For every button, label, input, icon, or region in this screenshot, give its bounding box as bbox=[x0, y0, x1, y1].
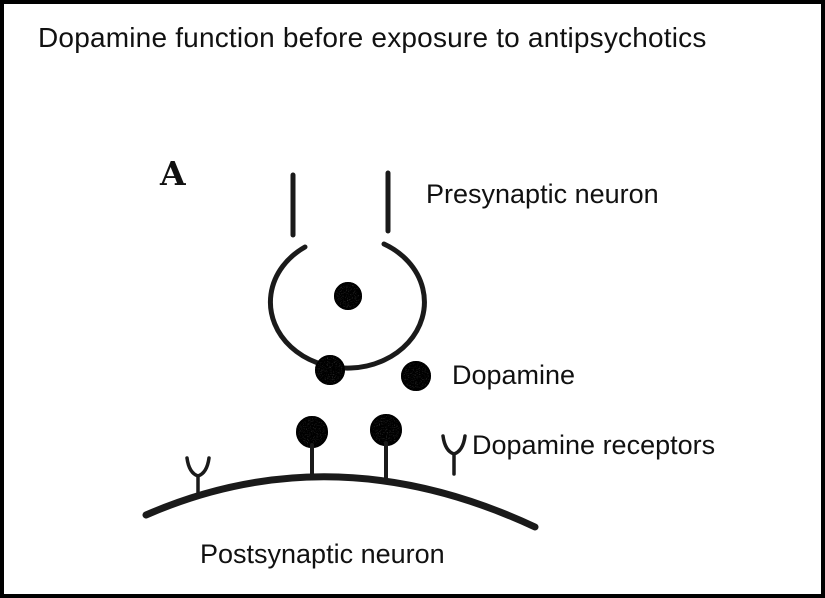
postsynaptic-membrane-arc bbox=[142, 473, 539, 531]
label-dopamine: Dopamine bbox=[452, 360, 576, 390]
dopamine-molecule-on-right-receptor bbox=[370, 414, 402, 446]
label-dopamine-receptors: Dopamine receptors bbox=[472, 430, 716, 460]
presynaptic-terminal-bulb bbox=[267, 241, 427, 371]
dopamine-molecule-at-membrane bbox=[315, 355, 345, 385]
free-receptor-left-cup bbox=[185, 456, 211, 478]
dopamine-molecules bbox=[296, 282, 431, 448]
dopamine-molecule-in-cleft bbox=[401, 361, 431, 391]
synapse-diagram bbox=[142, 170, 539, 531]
free-receptor-right bbox=[441, 434, 467, 476]
dopamine-molecule-on-left-receptor bbox=[296, 416, 328, 448]
label-presynaptic-neuron: Presynaptic neuron bbox=[426, 179, 659, 209]
dopamine-molecule-in-terminal bbox=[334, 282, 362, 310]
panel-label-a: A bbox=[160, 154, 186, 193]
label-postsynaptic-neuron: Postsynaptic neuron bbox=[200, 539, 445, 569]
figure-title: Dopamine function before exposure to ant… bbox=[38, 22, 707, 53]
free-receptor-right-cup bbox=[441, 434, 467, 456]
